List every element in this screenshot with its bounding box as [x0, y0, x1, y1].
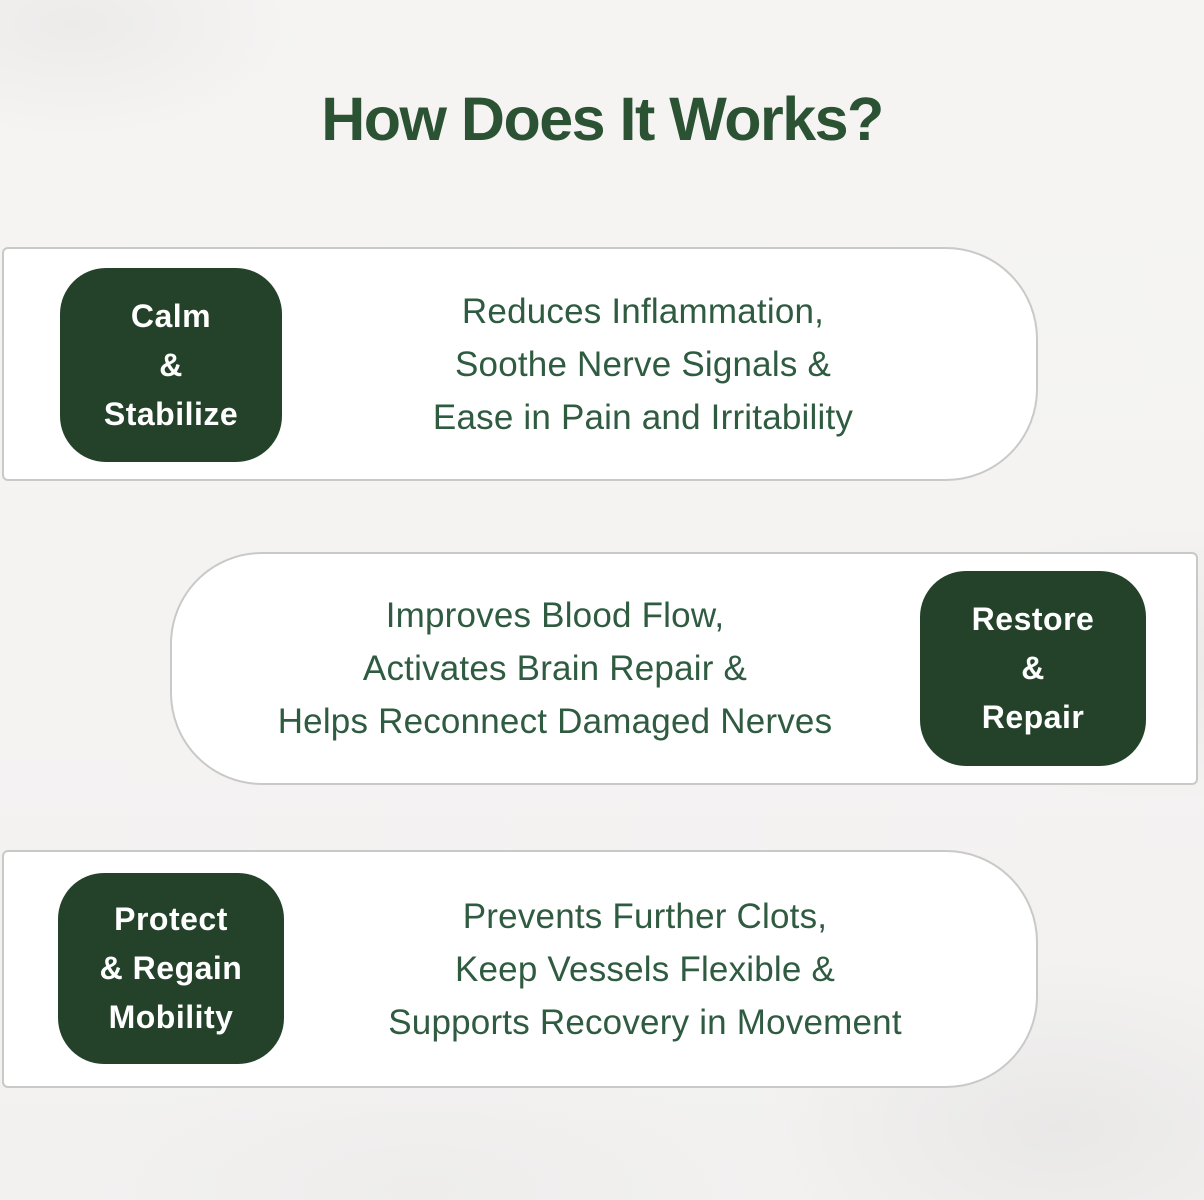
- badge-line: Restore: [971, 601, 1095, 637]
- card-description-protect-regain-mobility: Prevents Further Clots, Keep Vessels Fle…: [288, 852, 1002, 1086]
- card-restore-repair: Restore & Repair Improves Blood Flow, Ac…: [170, 552, 1198, 785]
- badge-line: Calm: [130, 297, 212, 334]
- badge-line: Repair: [981, 699, 1085, 735]
- card-calm-stabilize: Calm & Stabilize Reduces Inflammation, S…: [2, 247, 1038, 481]
- description-line: Prevents Further Clots,: [462, 896, 828, 936]
- badge-calm-stabilize: Calm & Stabilize: [60, 268, 282, 462]
- description-line: Improves Blood Flow,: [385, 596, 725, 635]
- description-line: Ease in Pain and Irritability: [432, 397, 854, 437]
- card-description-calm-stabilize: Reduces Inflammation, Soothe Nerve Signa…: [284, 249, 1002, 479]
- description-line: Supports Recovery in Movement: [388, 1002, 902, 1042]
- badge-line: & Regain: [99, 950, 243, 986]
- page-title: How Does It Works?: [321, 85, 884, 153]
- description-line: Keep Vessels Flexible &: [454, 949, 836, 989]
- badge-line: &: [159, 346, 183, 383]
- description-line: Activates Brain Repair &: [362, 649, 748, 688]
- card-protect-regain-mobility: Protect & Regain Mobility Prevents Furth…: [2, 850, 1038, 1088]
- badge-protect-regain-mobility: Protect & Regain Mobility: [58, 873, 284, 1064]
- description-line: Soothe Nerve Signals &: [454, 344, 831, 384]
- badge-line: &: [1021, 650, 1045, 686]
- description-line: Helps Reconnect Damaged Nerves: [277, 702, 833, 741]
- description-line: Reduces Inflammation,: [461, 291, 825, 331]
- badge-line: Protect: [114, 901, 228, 937]
- badge-restore-repair: Restore & Repair: [920, 571, 1146, 766]
- badge-line: Mobility: [108, 999, 234, 1035]
- badge-line: Stabilize: [103, 395, 239, 432]
- card-description-restore-repair: Improves Blood Flow, Activates Brain Rep…: [206, 554, 904, 783]
